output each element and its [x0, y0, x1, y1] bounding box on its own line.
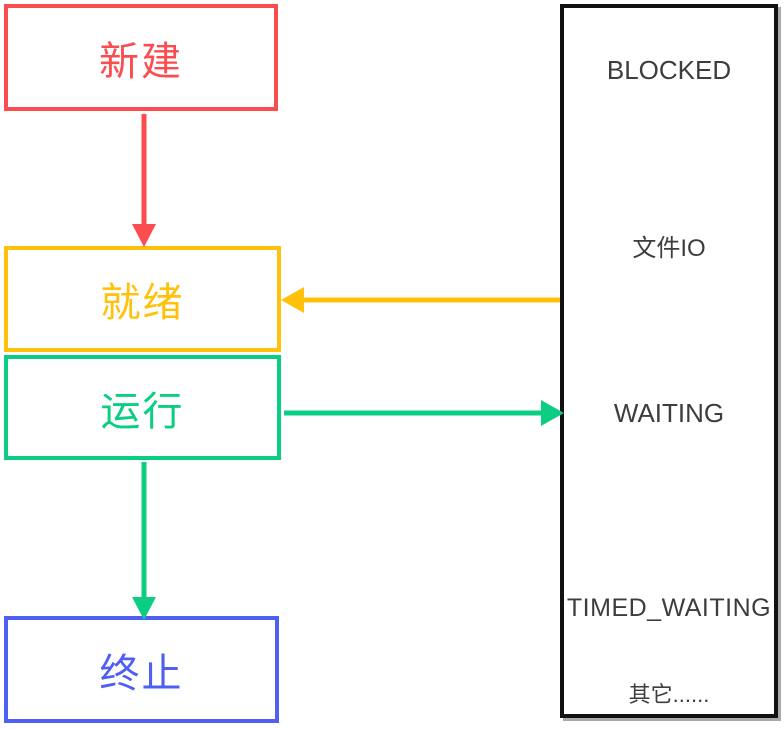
blocked-states-panel: BLOCKED 文件IO WAITING TIMED_WAITING 其它...… — [560, 4, 778, 718]
node-ready-label: 就绪 — [100, 281, 185, 325]
panel-label-other: 其它...... — [628, 682, 710, 707]
panel-label-timed-waiting: TIMED_WAITING — [566, 594, 772, 622]
panel-label-file-io: 文件IO — [632, 235, 706, 262]
arrow-new-to-ready — [132, 114, 156, 247]
node-terminated: 终止 — [4, 616, 279, 723]
node-terminated-label: 终止 — [99, 651, 184, 696]
arrow-running-to-panel — [284, 400, 564, 426]
node-ready: 就绪 — [4, 246, 281, 352]
node-running: 运行 — [4, 355, 281, 460]
node-new-label: 新建 — [99, 39, 183, 84]
node-new: 新建 — [4, 4, 278, 111]
panel-label-waiting: WAITING — [613, 398, 725, 428]
arrow-panel-to-ready — [281, 287, 560, 313]
node-running-label: 运行 — [100, 389, 185, 434]
arrow-running-to-terminated — [132, 462, 156, 620]
panel-label-blocked: BLOCKED — [606, 55, 732, 85]
